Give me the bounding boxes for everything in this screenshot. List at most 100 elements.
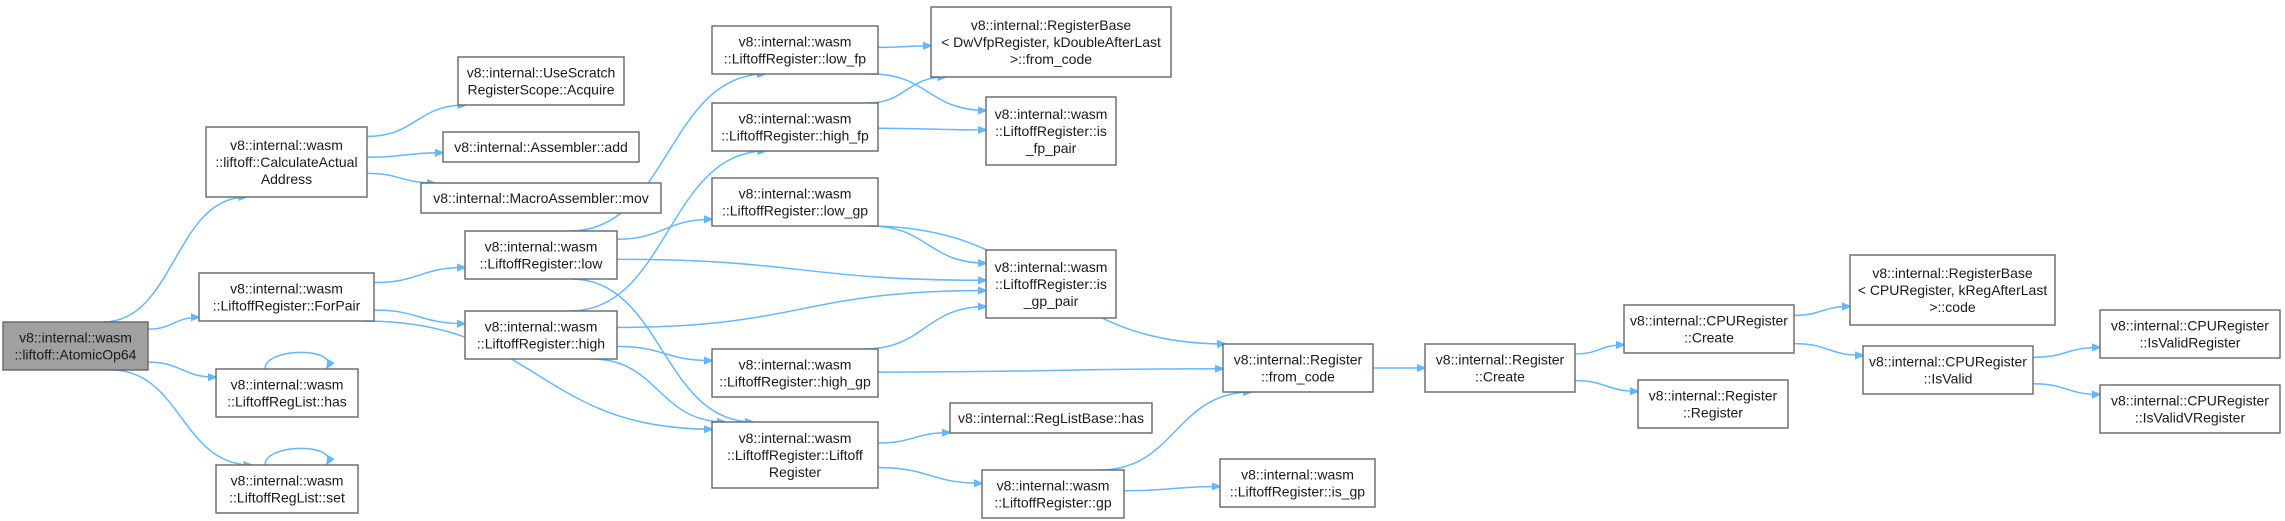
edge-high-to-highgp (616, 345, 712, 360)
graph-node-lowgp[interactable]: v8::internal::wasm::LiftoffRegister::low… (711, 177, 879, 227)
node-label-line: v8::internal::Register (1649, 388, 1778, 404)
edge-highfp-to-isfppair (877, 128, 986, 130)
graph-node-usescratch[interactable]: v8::internal::UseScratchRegisterScope::A… (457, 56, 625, 106)
node-label-line: v8::internal::Register (1436, 352, 1565, 368)
node-box (711, 421, 879, 489)
graph-node-forpair[interactable]: v8::internal::wasm::LiftoffRegister::For… (198, 272, 375, 322)
node-label-line: v8::internal::RegisterBase (971, 17, 1132, 33)
graph-node-regcreate[interactable]: v8::internal::Register::Create (1424, 343, 1576, 393)
node-label-line: v8::internal::CPURegister (2111, 393, 2269, 409)
node-label-line: >::from_code (1010, 51, 1092, 67)
edge-atomicop64-to-reghas (147, 361, 216, 377)
edge-reghas-to-reghas (264, 351, 328, 369)
node-label-line: ::LiftoffRegister::high_gp (719, 374, 871, 390)
graph-node-calcaddr[interactable]: v8::internal::wasm::liftoff::CalculateAc… (205, 126, 368, 198)
node-label-line: v8::internal::RegListBase::has (958, 410, 1144, 426)
node-label-line: < DwVfpRegister, kDoubleAfterLast (941, 34, 1161, 50)
graph-node-isfppair[interactable]: v8::internal::wasm::LiftoffRegister::is_… (985, 96, 1117, 166)
node-box (930, 6, 1172, 78)
graph-node-masmmov[interactable]: v8::internal::MacroAssembler::mov (420, 182, 662, 214)
node-label-line: ::LiftoffRegister::high (477, 336, 605, 352)
graph-node-isvalidreg[interactable]: v8::internal::CPURegister::IsValidRegist… (2099, 309, 2281, 359)
graph-node-cpubase[interactable]: v8::internal::RegisterBase< CPURegister,… (1849, 254, 2056, 326)
edge-gp-to-fromcode (1099, 392, 1252, 471)
graph-node-low[interactable]: v8::internal::wasm::LiftoffRegister::low (464, 230, 618, 280)
graph-node-isgp[interactable]: v8::internal::wasm::LiftoffRegister::is_… (1219, 458, 1376, 508)
node-label-line: ::LiftoffRegister::Liftoff (727, 447, 863, 463)
node-label-line: ::liftoff::CalculateActual (215, 154, 357, 170)
graph-node-regregister[interactable]: v8::internal::Register::Register (1637, 379, 1789, 429)
graph-node-cpuisvalid[interactable]: v8::internal::CPURegister::IsValid (1862, 345, 2034, 395)
graph-node-liftoffreg[interactable]: v8::internal::wasm::LiftoffRegister::Lif… (711, 421, 879, 489)
node-label-line: Address (261, 171, 312, 187)
node-label-line: v8::internal::UseScratch (467, 65, 616, 81)
node-label-line: v8::internal::wasm (231, 377, 344, 393)
node-label-line: ::LiftoffRegister::is_gp (1230, 484, 1365, 500)
edge-cpuisvalid-to-isvalidvreg (2032, 382, 2100, 395)
node-box (2099, 384, 2281, 434)
node-label-line: _fp_pair (1025, 140, 1077, 156)
edge-lowgp-to-isgppair (869, 225, 986, 263)
edge-regcreate-to-cpucreate (1574, 345, 1624, 355)
graph-node-asmadd[interactable]: v8::internal::Assembler::add (442, 131, 640, 163)
node-label-line: ::IsValid (1924, 371, 1973, 387)
edge-highfp-to-dwvfp (867, 77, 945, 104)
node-box (205, 126, 368, 198)
graph-node-highfp[interactable]: v8::internal::wasm::LiftoffRegister::hig… (711, 102, 879, 152)
edge-low-to-lowfp (570, 74, 766, 232)
graph-node-highgp[interactable]: v8::internal::wasm::LiftoffRegister::hig… (711, 348, 879, 398)
edge-lowfp-to-isfppair (870, 73, 986, 110)
edge-gp-to-isgp (1123, 486, 1220, 492)
graph-node-reglistbasehas[interactable]: v8::internal::RegListBase::has (949, 402, 1153, 434)
node-label-line: v8::internal::wasm (230, 281, 343, 297)
graph-node-fromcode[interactable]: v8::internal::Register::from_code (1222, 343, 1374, 393)
node-label-line: ::LiftoffRegister::low_gp (722, 203, 868, 219)
node-label-line: ::Create (1684, 330, 1734, 346)
node-label-line: ::LiftoffRegister::low (480, 256, 604, 272)
edge-forpair-to-liftoffreg (363, 320, 712, 429)
edge-cpuisvalid-to-isvalidreg (2032, 347, 2100, 359)
node-box (215, 464, 359, 514)
node-label-line: ::LiftoffRegister::low_fp (724, 51, 866, 67)
graph-node-lowfp[interactable]: v8::internal::wasm::LiftoffRegister::low… (711, 25, 879, 75)
node-box (1623, 304, 1795, 354)
edge-cpucreate-to-cpubase (1793, 306, 1850, 317)
edge-atomicop64-to-calcaddr (103, 197, 246, 323)
node-box (198, 272, 375, 322)
node-label-line: v8::internal::wasm (739, 34, 852, 50)
graph-node-isgppair[interactable]: v8::internal::wasm::LiftoffRegister::is_… (985, 249, 1117, 319)
graph-node-reghas[interactable]: v8::internal::wasm::LiftoffRegList::has (215, 368, 359, 418)
node-label-line: _gp_pair (1023, 293, 1079, 309)
node-box (442, 131, 640, 163)
edge-cpucreate-to-cpuisvalid (1793, 342, 1863, 356)
edge-regset-to-regset (264, 447, 328, 465)
node-box (1222, 343, 1374, 393)
graph-node-atomicop64[interactable]: v8::internal::wasm::liftoff::AtomicOp64 (2, 321, 149, 371)
node-label-line: RegisterScope::Acquire (467, 82, 614, 98)
node-box (464, 310, 618, 360)
graph-node-high[interactable]: v8::internal::wasm::LiftoffRegister::hig… (464, 310, 618, 360)
graph-node-dwvfp[interactable]: v8::internal::RegisterBase< DwVfpRegiste… (930, 6, 1172, 78)
edge-forpair-to-low (373, 268, 465, 284)
edge-calcaddr-to-masmmov (366, 172, 435, 183)
graph-node-cpucreate[interactable]: v8::internal::CPURegister::Create (1623, 304, 1795, 354)
node-label-line: v8::internal::wasm (1241, 467, 1354, 483)
node-box (215, 368, 359, 418)
node-box (985, 249, 1117, 319)
node-box (711, 102, 879, 152)
node-label-line: ::IsValidVRegister (2135, 410, 2246, 426)
graph-node-gp[interactable]: v8::internal::wasm::LiftoffRegister::gp (981, 469, 1125, 519)
node-box (711, 25, 879, 75)
edge-lowfp-to-dwvfp (877, 46, 931, 48)
graph-node-isvalidvreg[interactable]: v8::internal::CPURegister::IsValidVRegis… (2099, 384, 2281, 434)
node-label-line: v8::internal::wasm (995, 106, 1108, 122)
graph-node-regset[interactable]: v8::internal::wasm::LiftoffRegList::set (215, 464, 359, 514)
node-label-line: ::Register (1683, 405, 1743, 421)
edge-regcreate-to-regregister (1574, 379, 1638, 392)
node-label-line: ::IsValidRegister (2140, 335, 2241, 351)
node-label-line: ::LiftoffRegister::gp (994, 495, 1111, 511)
node-box (985, 96, 1117, 166)
node-label-line: v8::internal::wasm (485, 239, 598, 255)
node-label-line: ::from_code (1261, 369, 1335, 385)
